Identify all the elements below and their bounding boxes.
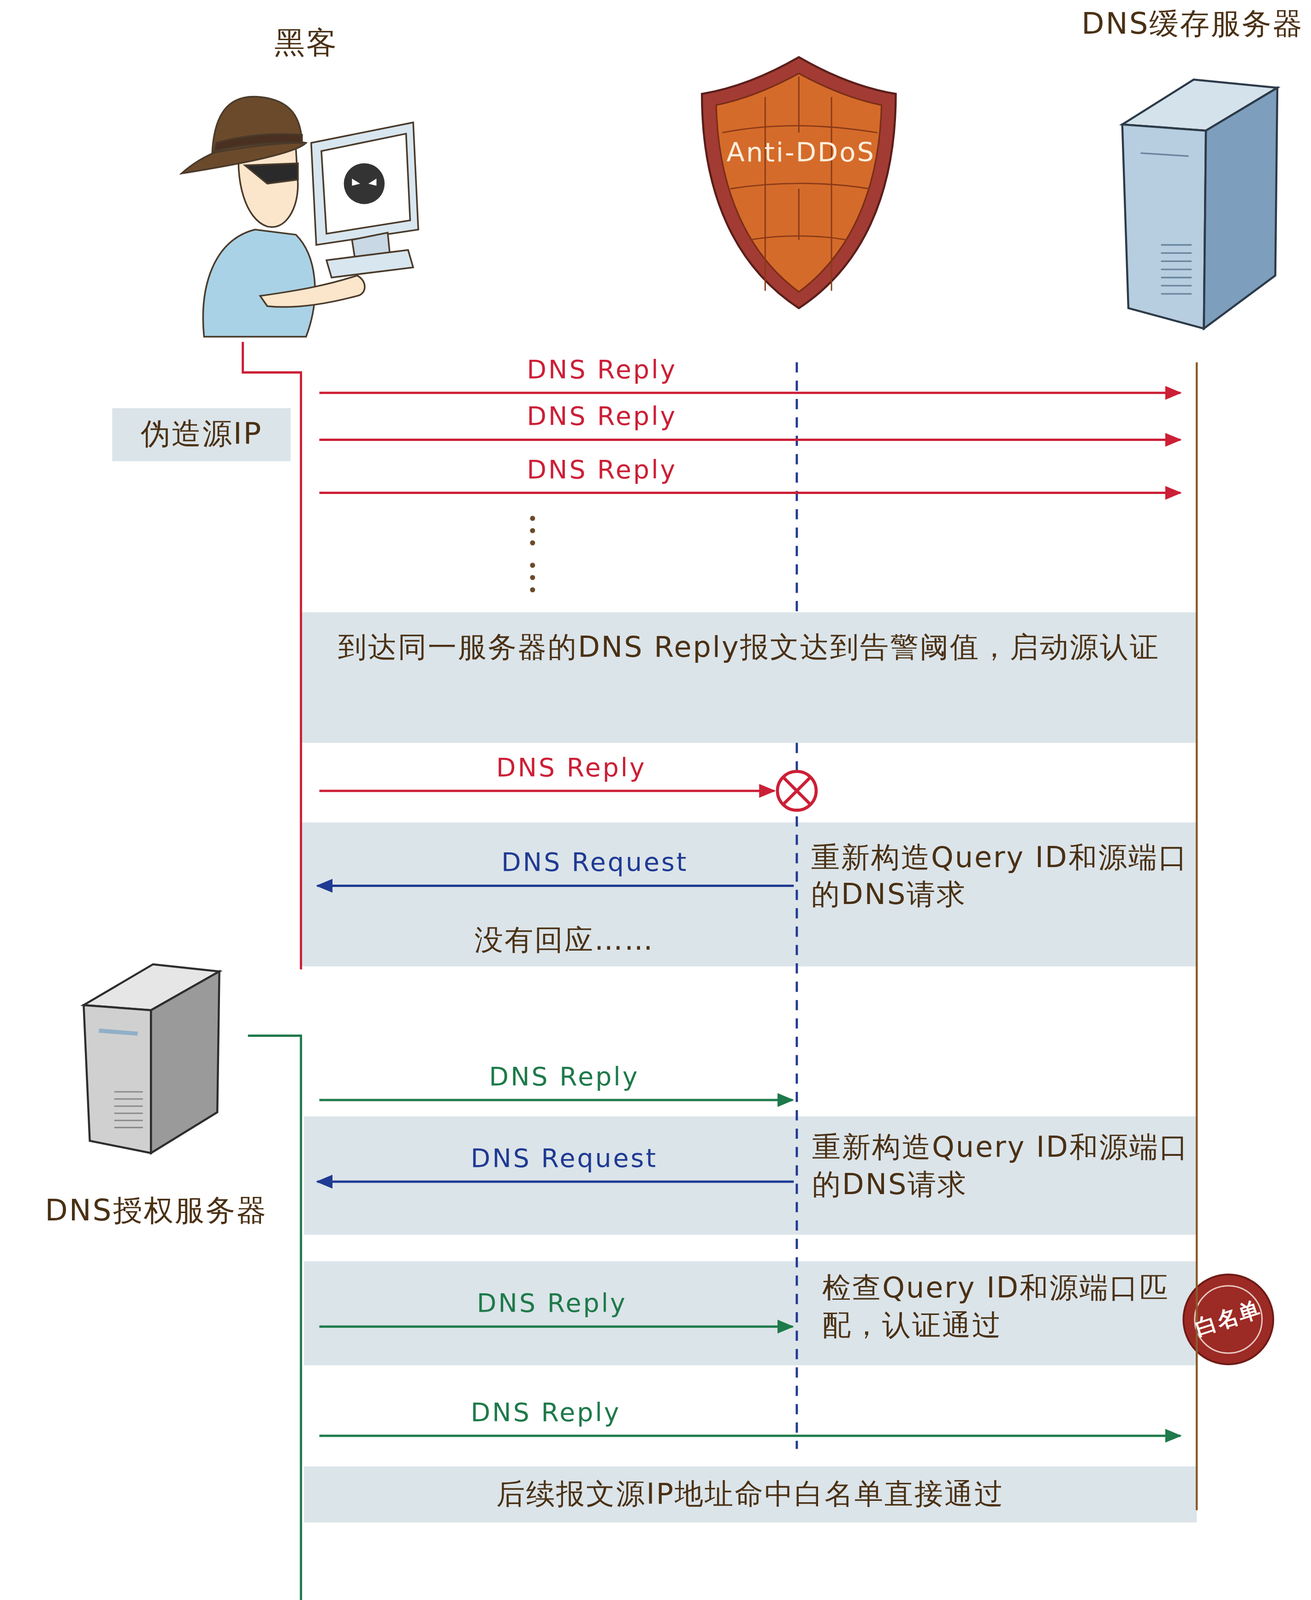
message-label: DNS Reply bbox=[470, 1396, 622, 1428]
actor-auth-server: DNS授权服务器 bbox=[18, 954, 299, 1235]
message-label: DNS Reply bbox=[526, 400, 677, 432]
message-label: DNS Reply bbox=[489, 1061, 640, 1092]
node-text: 重新构造Query ID和源端口的DNS请求 bbox=[812, 1128, 1192, 1203]
note-band: 后续报文源IP地址命中白名单直接通过 bbox=[303, 1465, 1197, 1523]
node-text: 伪造源IP bbox=[112, 414, 291, 453]
message-label: DNS Reply bbox=[476, 1287, 628, 1318]
message-arrow bbox=[319, 438, 1181, 441]
message-label: DNS Reply bbox=[526, 454, 677, 485]
actor-hacker: 黑客 bbox=[173, 22, 439, 348]
note-band: 检查Query ID和源端口匹配，认证通过 bbox=[303, 1261, 1197, 1366]
message-arrow bbox=[317, 884, 794, 887]
node-text: 黑客 bbox=[244, 22, 368, 63]
message-label: DNS Reply bbox=[496, 752, 647, 783]
anti-ddos-shield: Anti-DDoS bbox=[704, 59, 898, 310]
message-arrow bbox=[319, 1434, 1181, 1437]
note-band: 到达同一服务器的DNS Reply报文达到告警阈值，启动源认证 bbox=[301, 611, 1198, 743]
node-text: 检查Query ID和源端口匹配，认证通过 bbox=[822, 1269, 1186, 1344]
message-arrow bbox=[317, 1180, 794, 1183]
message-arrow bbox=[319, 1325, 793, 1328]
message-label: DNS Request bbox=[501, 846, 689, 878]
node-text: DNS授权服务器 bbox=[18, 1190, 294, 1229]
node-text: DNS缓存服务器 bbox=[1020, 4, 1304, 43]
node-text: 到达同一服务器的DNS Reply报文达到告警阈值，启动源认证 bbox=[313, 628, 1185, 666]
message-arrow bbox=[319, 789, 775, 792]
message-label: DNS Request bbox=[470, 1142, 658, 1174]
node-text: 重新构造Query ID和源端口的DNS请求 bbox=[811, 838, 1191, 914]
node-text: Anti-DDoS bbox=[704, 135, 898, 171]
note-band: 重新构造Query ID和源端口的DNS请求 bbox=[303, 1115, 1197, 1235]
message-arrow bbox=[319, 491, 1181, 494]
node-text: 没有回应…… bbox=[474, 921, 781, 959]
note-band: 重新构造Query ID和源端口的DNS请求没有回应…… bbox=[301, 822, 1198, 967]
message-arrow bbox=[319, 1098, 793, 1102]
message-label: DNS Reply bbox=[526, 354, 677, 385]
actor-cache-server: DNS缓存服务器 bbox=[1020, 4, 1306, 337]
stamp-text: 白名单 bbox=[1183, 1291, 1272, 1345]
note-box: 伪造源IP bbox=[112, 408, 291, 462]
message-arrow bbox=[319, 391, 1181, 394]
node-text: 后续报文源IP地址命中白名单直接通过 bbox=[314, 1475, 1187, 1513]
